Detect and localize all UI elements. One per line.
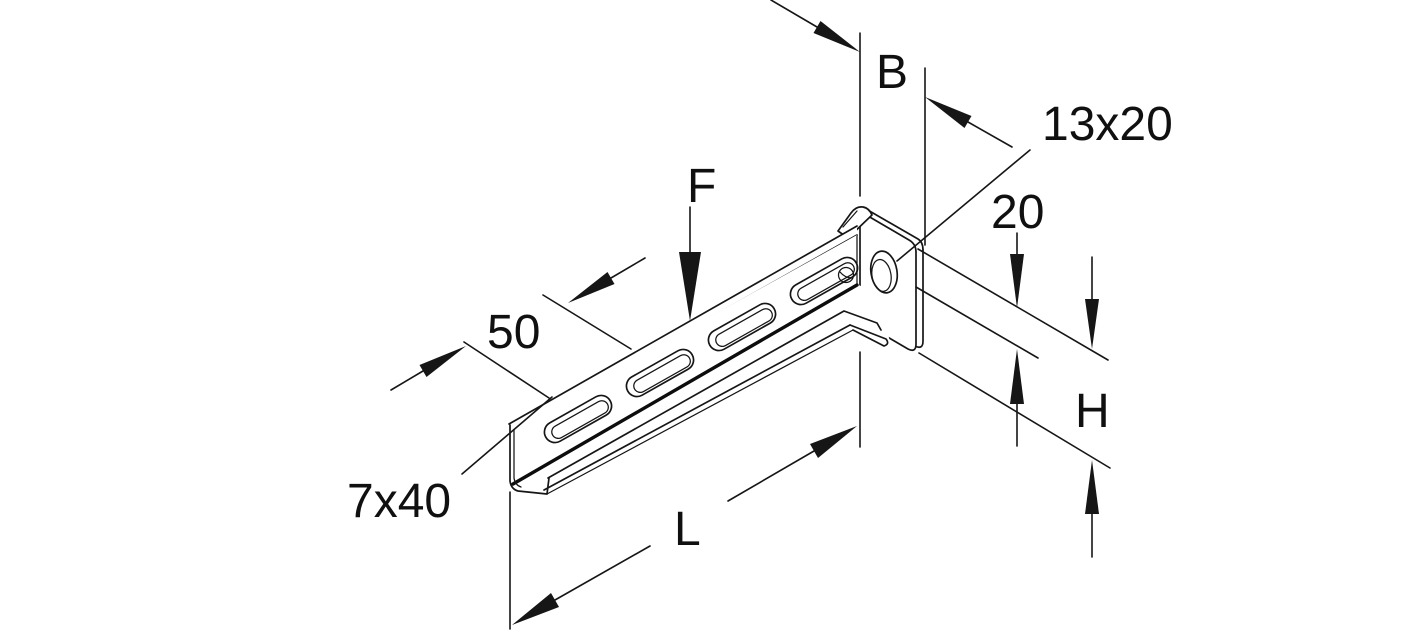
arm-lip-lower-edge-1	[543, 324, 851, 491]
arm-web-bottom-edge	[511, 283, 859, 486]
dim-H-reference-bottom	[918, 352, 1111, 469]
plate-top-tab-fold	[842, 210, 858, 228]
slot-2-inner	[633, 354, 691, 394]
dim-H-arrowhead-up	[1085, 460, 1099, 514]
dim-label-7x40: 7x40	[347, 475, 451, 528]
slot-2	[625, 348, 695, 398]
dim-50-extension-right	[542, 294, 632, 350]
slot-3	[707, 302, 777, 352]
dim-F: F	[679, 160, 716, 321]
dim-label-L: L	[674, 503, 701, 556]
dim-L-line-left	[554, 545, 651, 601]
arm-flange-end	[849, 324, 889, 347]
mounting-hole-outline	[869, 250, 899, 294]
dim-label-F: F	[687, 160, 716, 213]
dim-label-B: B	[876, 46, 908, 99]
dim-20: 20	[915, 186, 1109, 447]
arm-bottom-band-fill	[510, 284, 890, 495]
dim-50-tail-right	[610, 257, 646, 279]
bracket-arm	[508, 225, 890, 495]
dim-L-line-right	[727, 450, 815, 502]
arm-web-fill	[511, 235, 857, 485]
arm-lip-top-edge	[547, 310, 882, 479]
dim-B: B	[770, 0, 1013, 246]
dim-L-arrowhead-right	[810, 426, 857, 458]
dim-50-arrowhead-right	[568, 272, 615, 303]
dim-B-tail-left	[770, 0, 818, 28]
dim-L: L	[509, 351, 861, 630]
dim-13x20-leader	[896, 149, 1031, 262]
slot-3-inner	[715, 308, 773, 348]
dim-H-arrowhead-down	[1085, 299, 1099, 349]
mounting-hole-bore	[871, 258, 892, 292]
dim-label-13x20: 13x20	[1042, 98, 1173, 151]
slot-4	[789, 256, 859, 306]
arm-lip-lower-edge-2	[546, 329, 854, 495]
arm-tip-outline	[509, 424, 550, 495]
dim-H: H	[918, 256, 1111, 558]
dim-B-arrowhead-right	[925, 97, 972, 128]
dim-50-extension-left	[463, 341, 550, 399]
dim-F-arrowhead	[679, 252, 701, 321]
slot-4-fastener	[837, 266, 855, 284]
slot-1-outer	[543, 394, 613, 444]
arm-top-outer-edge	[508, 225, 858, 425]
slot-3-outer	[707, 302, 777, 352]
dim-20-arrowhead-up	[1010, 349, 1024, 404]
arm-tip-inner-edge	[513, 429, 522, 488]
dim-7x40-leader	[461, 396, 553, 475]
slot-1-inner	[551, 400, 609, 440]
dim-L-arrowhead-left	[512, 593, 559, 625]
dim-20-reference-top	[917, 248, 1109, 361]
dim-50-tail-left	[390, 370, 424, 391]
slot-4-inner	[797, 262, 855, 302]
slot-4-outer	[789, 256, 859, 306]
dim-B-tail-right	[967, 121, 1013, 148]
dim-50: 50	[390, 257, 646, 399]
arm-top-band-fill	[509, 226, 857, 430]
slot-1	[543, 394, 613, 444]
dim-label-H: H	[1075, 385, 1110, 438]
dim-13x20: 13x20	[896, 98, 1173, 262]
mounting-hole	[869, 250, 899, 294]
dim-20-reference-bottom	[915, 286, 1039, 359]
dim-50-arrowhead-left	[419, 346, 466, 377]
dim-20-arrowhead-down	[1010, 254, 1024, 308]
dim-label-50: 50	[487, 306, 540, 359]
slot-2-outer	[625, 348, 695, 398]
dim-label-20: 20	[991, 186, 1044, 239]
slot-4-fastener-detail	[839, 271, 853, 279]
dim-B-arrowhead-left	[813, 21, 860, 52]
plate-top-tab	[837, 206, 873, 239]
dim-7x40: 7x40	[347, 396, 553, 528]
